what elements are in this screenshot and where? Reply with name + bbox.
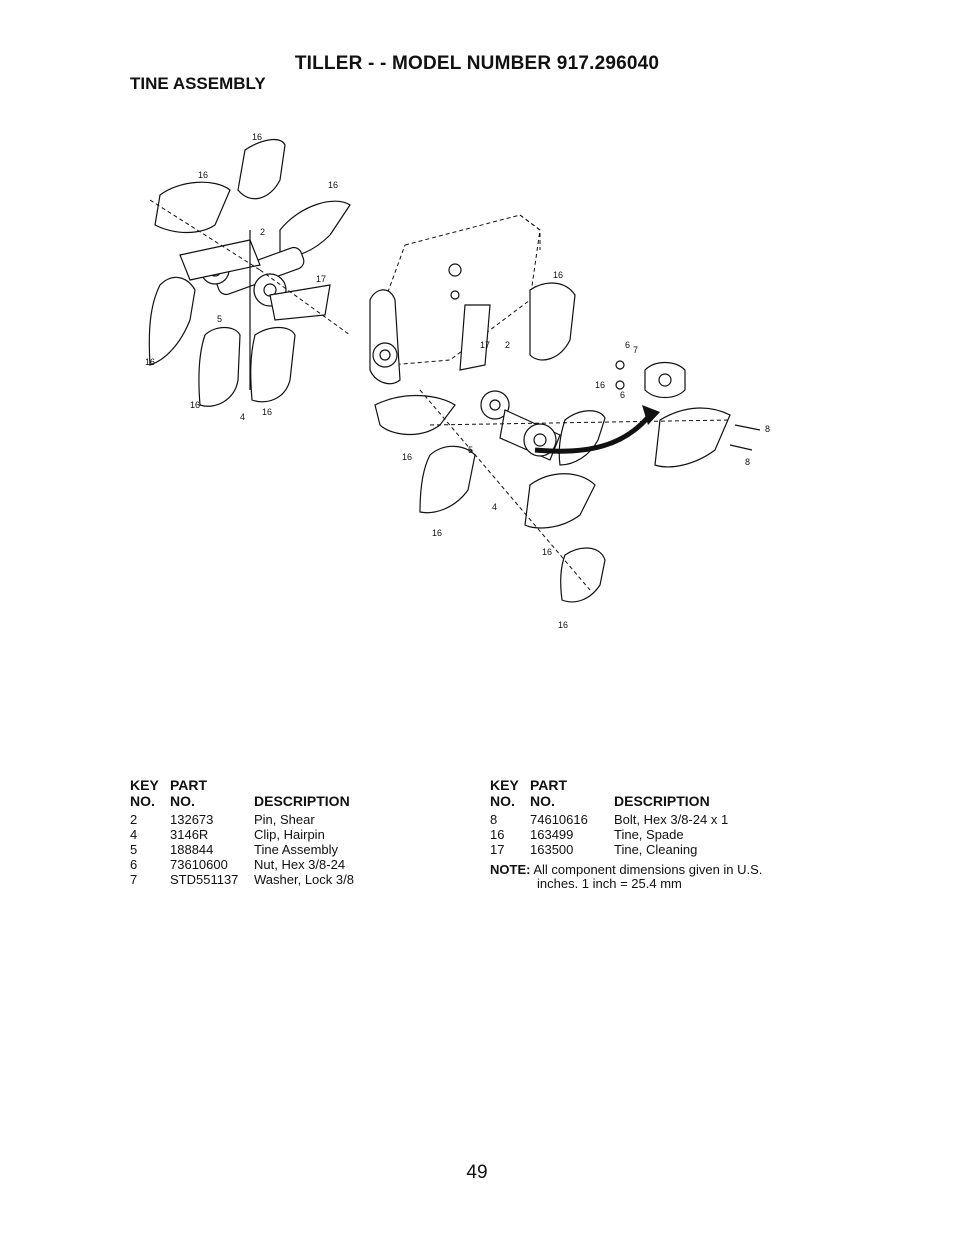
callout: 7: [633, 345, 638, 355]
callout: 8: [745, 457, 750, 467]
note-label: NOTE:: [490, 862, 531, 877]
page-number: 49: [466, 1162, 488, 1183]
callout: 4: [492, 502, 497, 512]
section-title: TINE ASSEMBLY: [130, 74, 266, 93]
callout: 16: [328, 180, 338, 190]
callout: 16: [558, 620, 568, 630]
callout: 17: [316, 274, 326, 284]
callout: 16: [553, 270, 563, 280]
callout: 16: [190, 400, 200, 410]
page-title: TILLER - - MODEL NUMBER 917.296040: [294, 53, 660, 74]
callout: 4: [240, 412, 245, 422]
table-header: NO. NO. DESCRIPTION: [130, 793, 350, 809]
right-tine-assembly: [374, 282, 761, 603]
tine-assembly-diagram: 16 16 16 17 2 5 16 16 4 16 16 17 2 6 7 1…: [120, 120, 800, 640]
left-tine-assembly: [148, 138, 351, 407]
callout: 16: [145, 357, 155, 367]
exploded-view-drawing: 16 16 16 17 2 5 16 16 4 16 16 17 2 6 7 1…: [145, 132, 770, 630]
table-header: KEY PART: [130, 777, 208, 793]
note-text: All component dimensions given in U.S.: [533, 862, 763, 877]
callout: 16: [252, 132, 262, 142]
callout: 16: [198, 170, 208, 180]
callout: 2: [505, 340, 510, 350]
callout: 16: [595, 380, 605, 390]
callout: 5: [468, 445, 473, 455]
callout-labels: 16 16 16 17 2 5 16 16 4 16 16 17 2 6 7 1…: [145, 132, 770, 630]
callout: 17: [480, 340, 490, 350]
callout: 16: [262, 407, 272, 417]
table-header: KEY PART: [490, 777, 568, 793]
callout: 6: [625, 340, 630, 350]
callout: 16: [402, 452, 412, 462]
table-header: NO. NO. DESCRIPTION: [490, 793, 710, 809]
callout: 8: [765, 424, 770, 434]
callout: 6: [620, 390, 625, 400]
callout: 2: [260, 227, 265, 237]
callout: 5: [217, 314, 222, 324]
callout: 16: [432, 528, 442, 538]
note: NOTE: All component dimensions given in …: [490, 863, 762, 891]
callout: 16: [542, 547, 552, 557]
note-text-continued: inches. 1 inch = 25.4 mm: [537, 876, 682, 891]
tiller-gearbox: [369, 214, 541, 385]
